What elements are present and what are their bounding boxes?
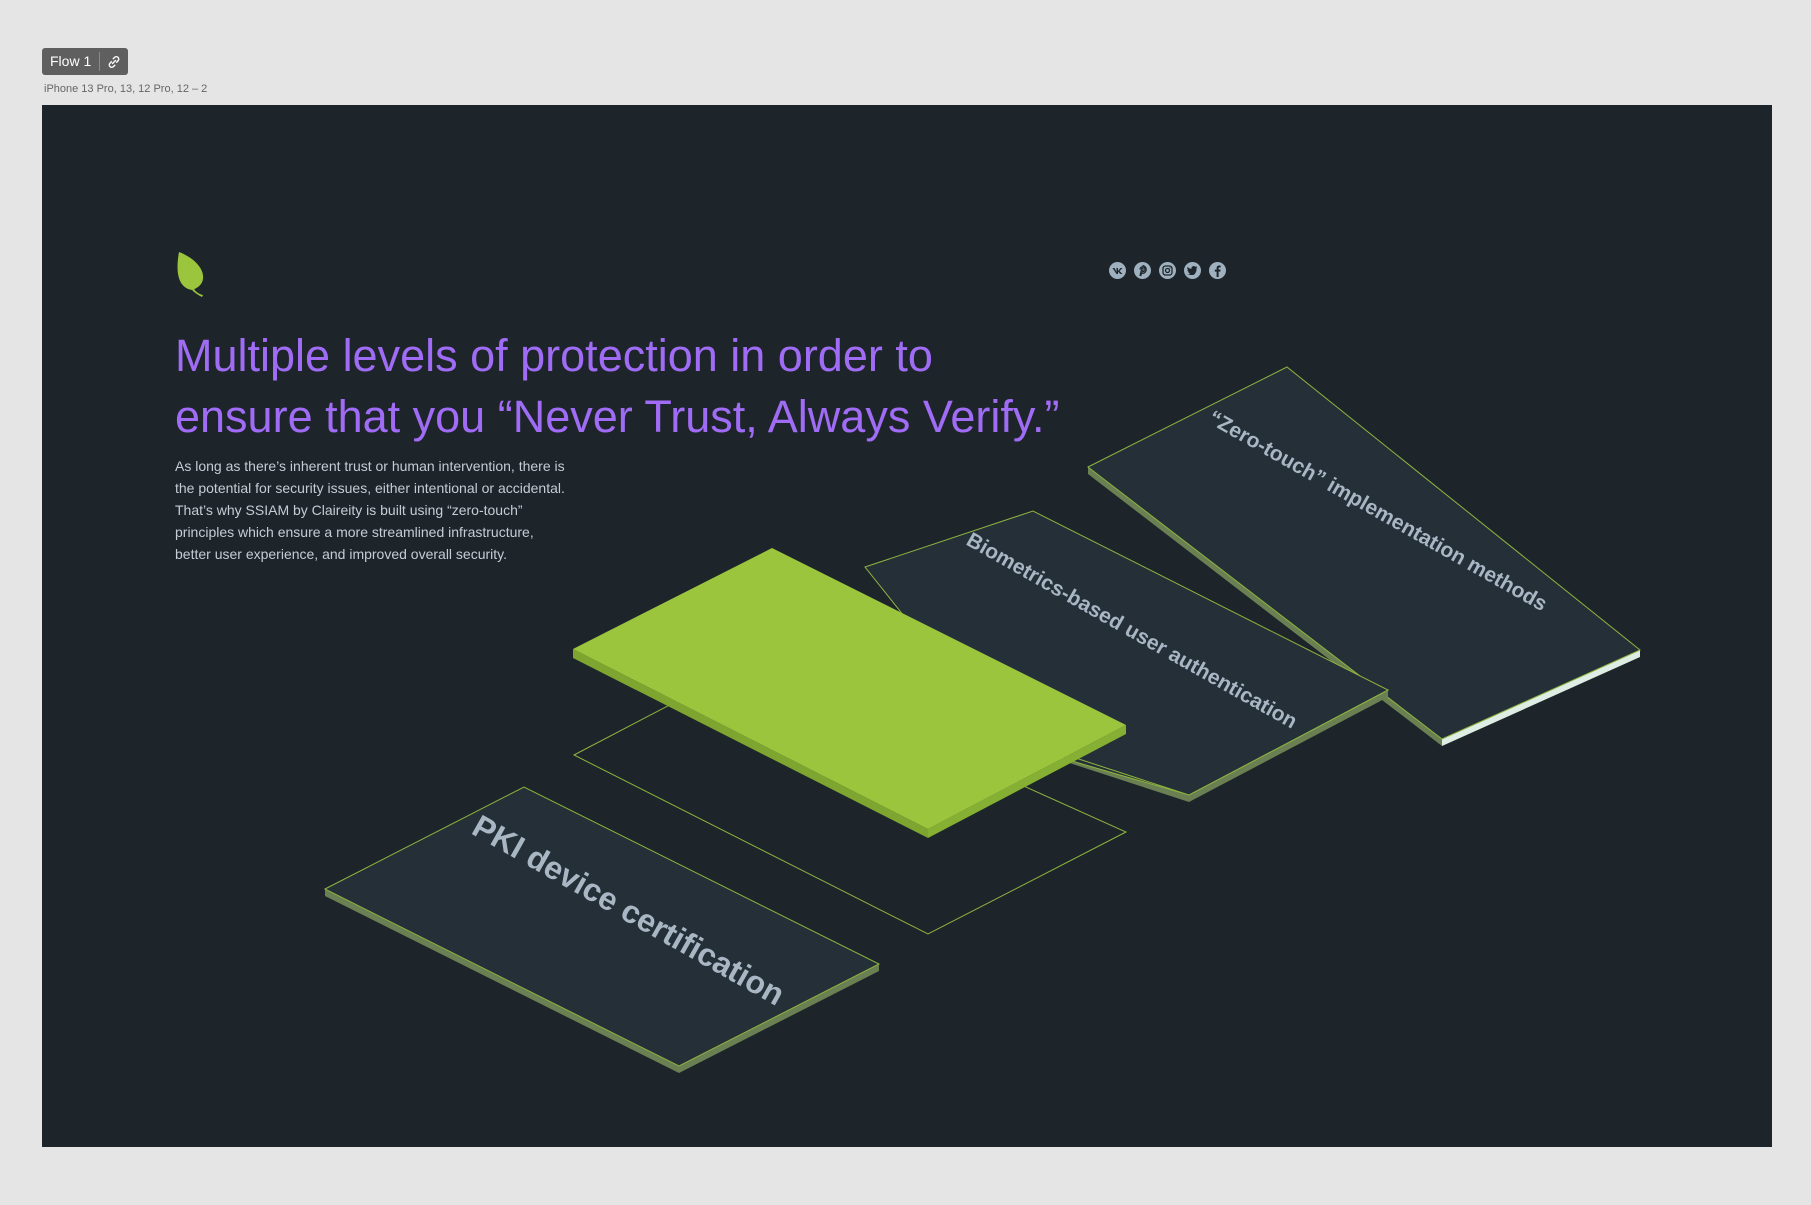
layer-edge-right: [1189, 690, 1388, 802]
social-icons: [1109, 262, 1226, 279]
instagram-icon[interactable]: [1159, 262, 1176, 279]
layer-edge-right: [679, 964, 879, 1073]
headline-line-1: Multiple levels of protection in order t…: [175, 330, 933, 381]
facebook-icon[interactable]: [1209, 262, 1226, 279]
layer-top: [323, 786, 881, 1067]
frame-name[interactable]: iPhone 13 Pro, 13, 12 Pro, 12 – 2: [44, 83, 208, 95]
body-line: As long as there’s inherent trust or hum…: [175, 458, 565, 474]
body-line: That’s why SSIAM by Claireity is built u…: [175, 502, 523, 518]
isometric-layers-illustration: “Zero-touch” implementation methods Biom…: [323, 366, 1641, 1073]
flow-label[interactable]: Flow 1: [50, 53, 92, 69]
layer-top: [1087, 366, 1641, 740]
layer-edge-left: [325, 889, 679, 1073]
layer-top: [573, 548, 1126, 829]
body-line: better user experience, and improved ove…: [175, 546, 508, 562]
leaf-logo-icon: [175, 248, 209, 303]
layer-edge-right: [928, 725, 1126, 838]
body-text: As long as there’s inherent trust or hum…: [175, 455, 595, 565]
twitter-icon[interactable]: [1184, 262, 1201, 279]
page-headline: Multiple levels of protection in order t…: [175, 325, 1135, 447]
headline-line-2: ensure that you “Never Trust, Always Ver…: [175, 391, 1060, 442]
layer-edge-right: [1442, 650, 1640, 746]
flow-badge[interactable]: Flow 1: [42, 48, 129, 75]
artboard-frame: Multiple levels of protection in order t…: [42, 105, 1772, 1147]
link-icon[interactable]: [100, 48, 128, 75]
body-line: principles which ensure a more streamlin…: [175, 524, 534, 540]
layer-edge-left: [573, 649, 928, 838]
layer-pki: PKI device certification: [323, 786, 881, 1073]
pinterest-icon[interactable]: [1134, 262, 1151, 279]
body-line: the potential for security issues, eithe…: [175, 480, 565, 496]
layer-active-green: [573, 548, 1126, 838]
flow-separator: [99, 52, 101, 71]
vk-icon[interactable]: [1109, 262, 1126, 279]
